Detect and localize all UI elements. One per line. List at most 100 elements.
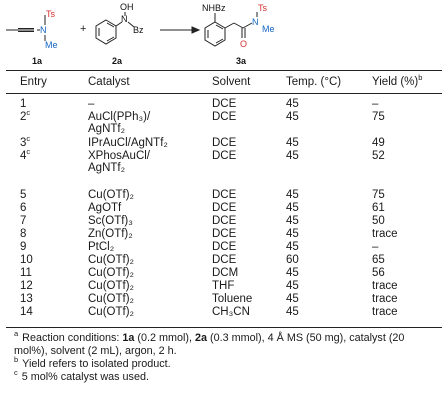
cell-yield: – — [372, 98, 379, 110]
product-3a-structure — [204, 12, 258, 47]
cell-entry: 9 — [20, 241, 26, 253]
header-yield: Yield (%)b — [372, 73, 423, 88]
entry-number: 13 — [20, 293, 33, 305]
cell-yield: 52 — [372, 150, 385, 162]
cell-catalyst: Cu(OTf)₂ — [88, 254, 134, 266]
cell-solvent: DCE — [212, 137, 237, 149]
reactant-1a-label: 1a — [32, 56, 43, 66]
entry-number: 10 — [20, 254, 33, 266]
footnote-text: Reaction conditions: 1a (0.2 mmol), 2a (… — [14, 332, 405, 357]
entry-number: 7 — [20, 215, 27, 227]
cell-temp: 45 — [286, 111, 299, 123]
header-entry: Entry — [20, 76, 47, 88]
entry-footnote-mark: c — [26, 134, 31, 144]
cell-temp: 45 — [286, 306, 299, 318]
cell-entry: 11 — [20, 267, 32, 279]
cell-yield: – — [372, 241, 379, 253]
cell-catalyst: Cu(OTf)₂ — [88, 306, 134, 318]
cell-temp: 45 — [286, 280, 299, 292]
entry-number: 6 — [20, 202, 27, 214]
cell-temp: 45 — [286, 137, 299, 149]
footnote-text: Yield refers to isolated product. — [22, 358, 171, 370]
cell-temp: 60 — [286, 254, 299, 266]
cell-yield: 50 — [372, 215, 385, 227]
reactant-1a-me: Me — [45, 40, 58, 50]
header-temp: Temp. (°C) — [286, 76, 342, 88]
entry-number: 9 — [20, 241, 27, 253]
cell-temp: 45 — [286, 189, 299, 201]
table-header-rule — [6, 93, 442, 94]
footnote-text: 5 mol% catalyst was used. — [21, 371, 149, 383]
cell-yield: 75 — [372, 189, 385, 201]
entry-footnote-mark: c — [26, 147, 31, 157]
cell-entry: 13 — [20, 293, 33, 305]
entry-footnote-mark: c — [26, 108, 31, 118]
product-3a-nhbz: NHBz — [202, 3, 226, 13]
footnote-mark: c — [14, 368, 18, 378]
product-3a-o: O — [240, 39, 247, 49]
entry-number: 8 — [20, 228, 27, 240]
cell-temp: 45 — [286, 241, 299, 253]
cell-catalyst: Cu(OTf)₂ — [88, 189, 134, 201]
reactant-2a-n: N — [121, 14, 128, 24]
product-3a-label: 3a — [236, 56, 247, 66]
reactant-2a-oh: OH — [120, 2, 134, 12]
cell-catalyst: – — [88, 98, 95, 110]
cell-entry: 7 — [20, 215, 26, 227]
cell-yield: 65 — [372, 254, 385, 266]
cell-temp: 45 — [286, 267, 299, 279]
cell-catalyst: Cu(OTf)₂ — [88, 293, 134, 305]
cell-yield: 61 — [372, 202, 385, 214]
cell-entry: 8 — [20, 228, 26, 240]
entry-number: 5 — [20, 189, 27, 201]
cell-yield: 49 — [372, 137, 385, 149]
cell-solvent: Toluene — [212, 293, 253, 305]
cell-temp: 45 — [286, 150, 299, 162]
table-top-rule — [6, 70, 442, 71]
cell-yield: trace — [372, 306, 398, 318]
cell-yield: 56 — [372, 267, 385, 279]
cell-temp: 45 — [286, 228, 299, 240]
cell-entry: 10 — [20, 254, 33, 266]
cell-temp: 45 — [286, 215, 299, 227]
cell-entry: 1 — [20, 98, 26, 110]
cell-yield: trace — [372, 228, 398, 240]
reactant-1a-n: N — [40, 25, 47, 35]
cell-catalyst: AgOTf — [88, 202, 122, 214]
cell-solvent: THF — [212, 280, 235, 292]
cell-yield: 75 — [372, 111, 385, 123]
entry-number: 1 — [20, 98, 27, 110]
cell-catalyst: Sc(OTf)₃ — [88, 215, 133, 227]
cell-solvent: DCE — [212, 241, 237, 253]
cell-entry: 14 — [20, 306, 33, 318]
table-bottom-rule — [6, 327, 442, 328]
cell-solvent: DCE — [212, 202, 237, 214]
entry-number: 2 — [20, 111, 27, 123]
cell-entry: 12 — [20, 280, 33, 292]
cell-catalyst: Cu(OTf)₂ — [88, 267, 134, 279]
reactant-1a-structure — [6, 15, 46, 41]
reaction-arrow — [160, 26, 201, 34]
cell-solvent: DCE — [212, 98, 237, 110]
header-catalyst: Catalyst — [88, 76, 130, 88]
header-solvent: Solvent — [212, 76, 251, 88]
cell-solvent: CH₃CN — [212, 306, 250, 318]
cell-entry: 2c — [20, 108, 31, 123]
reactant-1a-ts: Ts — [46, 9, 56, 19]
reactant-2a-bz: Bz — [133, 25, 144, 35]
cell-yield: trace — [372, 280, 398, 292]
entry-number: 3 — [20, 137, 27, 149]
plus-sign: + — [80, 23, 86, 35]
product-3a-ts: Ts — [258, 3, 268, 13]
reactant-2a-structure — [95, 12, 135, 45]
footnote-mark: a — [14, 329, 19, 339]
cell-solvent: DCE — [212, 228, 237, 240]
cell-temp: 45 — [286, 98, 299, 110]
cell-solvent: DCE — [212, 215, 237, 227]
cell-entry: 3c — [20, 134, 31, 149]
cell-catalyst: XPhosAuCl/ AgNTf₂ — [88, 150, 151, 174]
cell-catalyst: Cu(OTf)₂ — [88, 280, 134, 292]
